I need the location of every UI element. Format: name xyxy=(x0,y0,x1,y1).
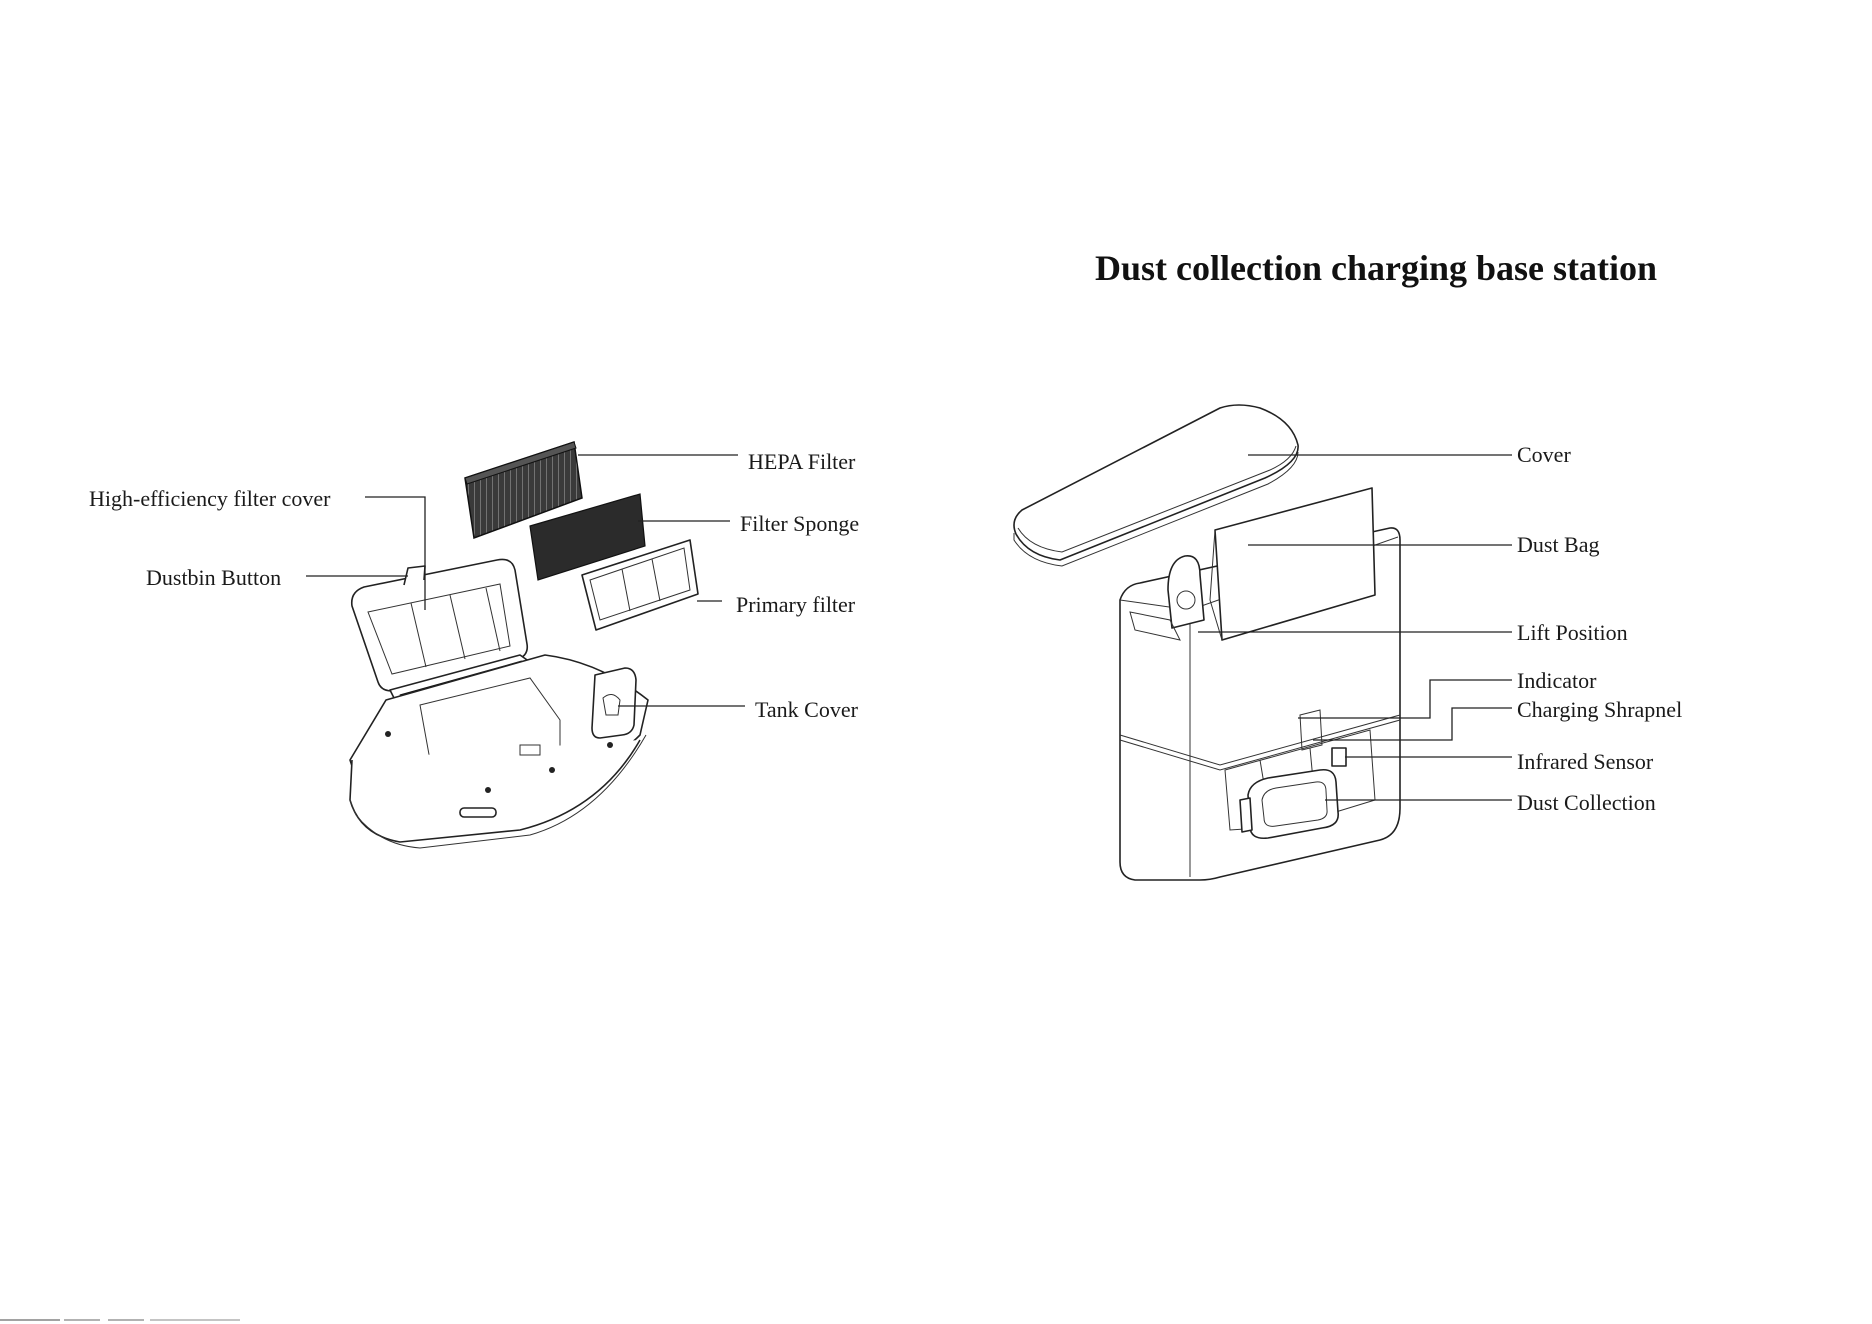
label-dustbin-button: Dustbin Button xyxy=(146,565,281,590)
label-filter-sponge: Filter Sponge xyxy=(740,511,859,536)
station-body-part xyxy=(1120,488,1400,880)
label-charging-shrapnel: Charging Shrapnel xyxy=(1517,697,1682,722)
page-title: Dust collection charging base station xyxy=(1095,248,1657,288)
base-station-illustration xyxy=(1014,405,1400,880)
label-lift-position: Lift Position xyxy=(1517,620,1628,645)
label-dust-collection: Dust Collection xyxy=(1517,790,1656,815)
label-indicator: Indicator xyxy=(1517,668,1597,693)
label-dust-bag: Dust Bag xyxy=(1517,532,1600,557)
label-high-efficiency-filter-cover: High-efficiency filter cover xyxy=(89,486,331,511)
dustbin-illustration xyxy=(350,442,698,848)
label-tank-cover: Tank Cover xyxy=(755,697,859,722)
label-primary-filter: Primary filter xyxy=(736,592,856,617)
label-infrared-sensor: Infrared Sensor xyxy=(1517,749,1654,774)
label-hepa-filter: HEPA Filter xyxy=(748,449,856,474)
label-cover: Cover xyxy=(1517,442,1571,467)
